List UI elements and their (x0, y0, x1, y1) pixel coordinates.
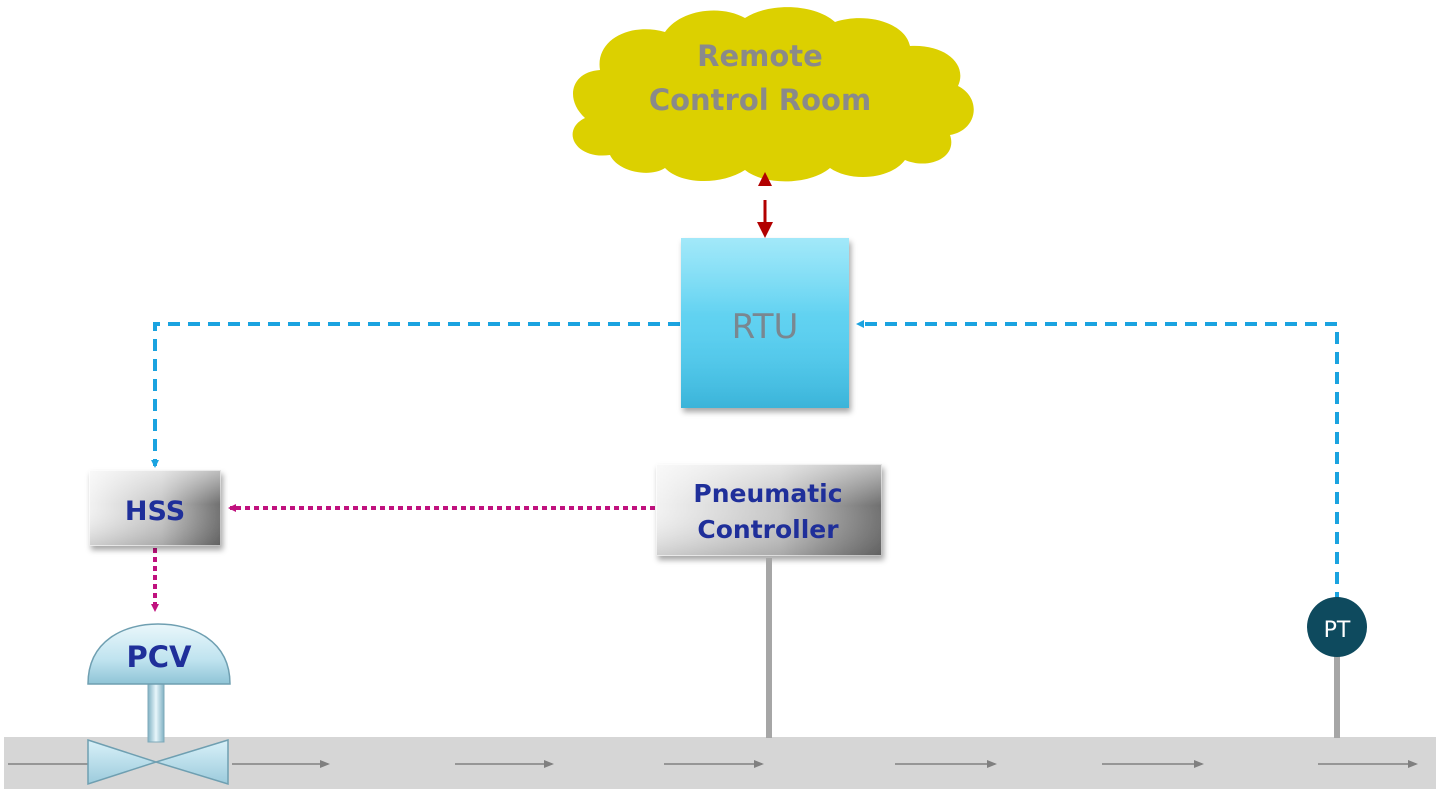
pt-stem (1334, 652, 1340, 738)
pcv-dome (87, 623, 231, 685)
hss-label: HSS (125, 496, 185, 527)
pcv-label: PCV (127, 640, 193, 674)
pressure-transmitter: PT (1307, 597, 1367, 657)
pt-to-rtu-signal (856, 320, 1339, 604)
pcv-valve: PCV (87, 623, 231, 786)
rtu-to-hss-signal (151, 322, 680, 468)
pcv-body (87, 738, 229, 786)
hss-box (89, 470, 221, 546)
rtu-label: RTU (732, 307, 799, 347)
rtu-cloud-link (757, 172, 773, 238)
pneumatic-controller-label-line1: Pneumatic (693, 479, 842, 508)
pneumatic-controller-label-line2: Controller (697, 515, 839, 544)
rtu-box (681, 238, 849, 408)
cloud-title-line2: Control Room (649, 83, 871, 117)
pt-label: PT (1324, 618, 1351, 643)
pneumatic-controller-box (656, 464, 882, 556)
remote-control-room-cloud: Remote Control Room (572, 7, 974, 182)
cloud-title-line1: Remote (697, 39, 823, 73)
controller-stem (766, 558, 772, 738)
pcv-stem (147, 683, 165, 743)
